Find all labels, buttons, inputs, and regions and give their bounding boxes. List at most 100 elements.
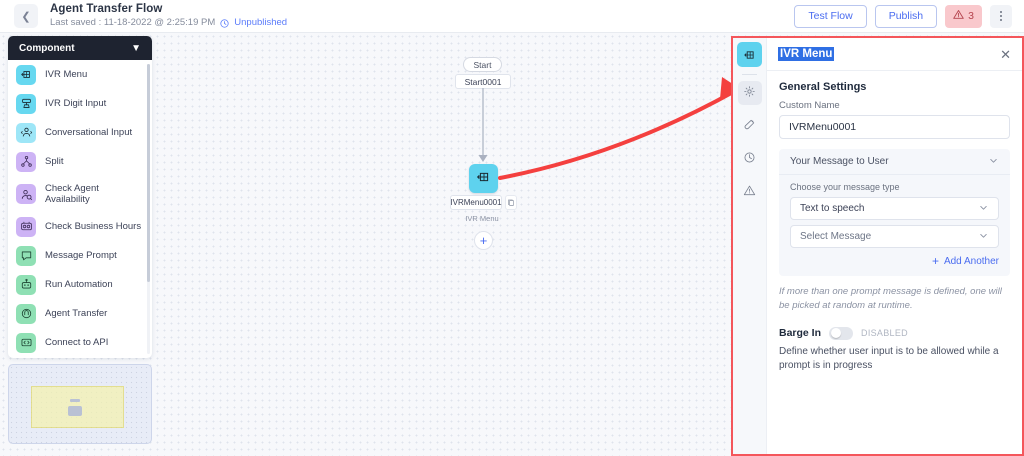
canvas-node-type: IVR Menu xyxy=(465,213,499,223)
minimap-node xyxy=(70,399,80,402)
message-type-label: Choose your message type xyxy=(790,182,900,192)
component-sidebar-header[interactable]: Component ▼ xyxy=(8,36,152,60)
clock-icon xyxy=(220,19,229,28)
start-node-pill[interactable]: Start xyxy=(463,57,502,72)
ivr-digit-input-icon xyxy=(16,93,36,114)
add-node-button[interactable]: + xyxy=(474,231,493,250)
barge-in-label: Barge In xyxy=(779,327,822,340)
barge-in-row: Barge In DISABLED xyxy=(779,326,1010,340)
message-settings-card: Your Message to User Choose your message… xyxy=(779,149,1010,276)
your-message-accordion[interactable]: Your Message to User xyxy=(779,149,1010,175)
chevron-down-icon xyxy=(988,155,999,169)
chevron-down-icon xyxy=(978,202,989,216)
canvas-node-name[interactable]: IVRMenu0001 xyxy=(450,195,502,210)
canvas-node-ivrmenu[interactable] xyxy=(469,164,498,193)
chevron-left-icon: ❮ xyxy=(21,10,31,23)
message-type-select[interactable]: Text to speech xyxy=(790,197,999,220)
check-business-hours-icon xyxy=(16,216,36,237)
sidebar-item-label: IVR Digit Input xyxy=(45,97,107,109)
flow-title-block: Agent Transfer Flow Last saved : 11-18-2… xyxy=(50,3,287,29)
more-options-button[interactable] xyxy=(990,4,1012,28)
barge-in-state: DISABLED xyxy=(861,328,908,339)
rail-test[interactable] xyxy=(738,114,762,138)
chevron-down-icon xyxy=(978,230,989,244)
accordion-label: Your Message to User xyxy=(790,156,889,167)
kebab-dot xyxy=(1000,11,1002,13)
test-icon xyxy=(743,118,756,134)
rail-warnings[interactable] xyxy=(738,180,762,204)
copy-icon[interactable] xyxy=(505,195,517,210)
message-fields: Choose your message type Text to speech … xyxy=(779,175,1010,267)
sidebar-item-ivr-menu[interactable]: IVR Menu xyxy=(8,60,152,89)
kebab-dot xyxy=(1000,15,1002,17)
close-icon[interactable]: ✕ xyxy=(1000,46,1011,62)
sidebar-item-connect-to-api[interactable]: Connect to API xyxy=(8,328,152,357)
component-list[interactable]: IVR Menu IVR Digit Input Conversational … xyxy=(8,60,152,358)
warning-badge[interactable]: 3 xyxy=(945,4,982,28)
sidebar-item-label: Conversational Input xyxy=(45,126,133,138)
warning-count: 3 xyxy=(968,10,974,22)
kebab-dot xyxy=(1000,19,1002,21)
canvas-node-name-row: IVRMenu0001 xyxy=(450,195,517,210)
flow-meta: Last saved : 11-18-2022 @ 2:25:19 PM Unp… xyxy=(50,17,288,29)
add-another-button[interactable]: + Add Another xyxy=(790,255,999,267)
check-agent-availability-icon xyxy=(16,184,36,204)
last-saved-text: Last saved : 11-18-2022 @ 2:25:19 PM xyxy=(50,17,216,29)
sidebar-item-label: Split xyxy=(45,155,64,167)
run-automation-icon xyxy=(16,274,36,295)
sidebar-item-agent-transfer[interactable]: Agent Transfer xyxy=(8,299,152,328)
barge-in-description: Define whether user input is to be allow… xyxy=(779,345,999,371)
sidebar-item-check-agent-availability[interactable]: Check Agent Availability xyxy=(8,176,152,212)
plus-icon: + xyxy=(479,233,488,248)
warning-triangle-icon xyxy=(743,184,756,200)
page-title: Agent Transfer Flow xyxy=(50,2,163,15)
prompt-hint-text: If more than one prompt message is defin… xyxy=(779,286,1002,311)
barge-in-toggle[interactable] xyxy=(829,326,854,340)
sidebar-item-check-business-hours[interactable]: Check Business Hours xyxy=(8,212,152,241)
test-flow-button[interactable]: Test Flow xyxy=(794,4,867,28)
split-icon xyxy=(16,151,36,172)
ivr-menu-icon xyxy=(16,64,36,85)
panel-content: General Settings Custom Name Your Messag… xyxy=(767,71,1022,373)
plus-icon: + xyxy=(931,254,939,268)
sidebar-item-label: Agent Transfer xyxy=(45,307,108,319)
top-actions: Test Flow Publish 3 xyxy=(794,4,1012,28)
warning-triangle-icon xyxy=(953,9,964,23)
rail-node-icon[interactable] xyxy=(737,42,762,67)
clock-icon xyxy=(743,151,756,167)
status-badge: Unpublished xyxy=(234,17,288,29)
sidebar-item-run-automation[interactable]: Run Automation xyxy=(8,270,152,299)
sidebar-item-split[interactable]: Split xyxy=(8,147,152,176)
publish-button[interactable]: Publish xyxy=(874,4,938,28)
canvas-minimap[interactable] xyxy=(8,364,152,444)
chevron-down-icon: ▼ xyxy=(131,42,141,54)
custom-name-input[interactable] xyxy=(779,115,1010,139)
component-sidebar-title: Component xyxy=(19,42,75,54)
panel-body: IVR Menu ✕ General Settings Custom Name … xyxy=(767,38,1022,454)
toggle-knob xyxy=(830,328,841,339)
node-settings-panel: IVR Menu ✕ General Settings Custom Name … xyxy=(731,36,1024,456)
general-settings-heading: General Settings xyxy=(779,81,867,93)
message-select[interactable]: Select Message xyxy=(790,225,999,248)
sidebar-item-label: Check Agent Availability xyxy=(45,182,99,205)
conversational-input-icon xyxy=(16,122,36,143)
sidebar-item-ivr-digit-input[interactable]: IVR Digit Input xyxy=(8,89,152,118)
flow-edge xyxy=(478,88,488,162)
panel-header: IVR Menu ✕ xyxy=(767,38,1022,71)
back-button[interactable]: ❮ xyxy=(14,4,38,28)
rail-settings[interactable] xyxy=(737,81,762,105)
sidebar-item-label: Run Automation xyxy=(45,278,113,290)
panel-icon-rail xyxy=(733,38,767,454)
sidebar-item-conversational-input[interactable]: Conversational Input xyxy=(8,118,152,147)
sidebar-item-message-prompt[interactable]: Message Prompt xyxy=(8,241,152,270)
message-type-value: Text to speech xyxy=(800,203,865,214)
rail-divider xyxy=(742,74,757,75)
rail-history[interactable] xyxy=(738,147,762,171)
custom-name-label: Custom Name xyxy=(779,100,840,111)
minimap-node xyxy=(68,406,82,416)
start-node-label[interactable]: Start0001 xyxy=(455,74,511,89)
component-sidebar: Component ▼ IVR Menu IVR Digit Input Con… xyxy=(8,36,152,358)
sidebar-item-label: Message Prompt xyxy=(45,249,117,261)
sidebar-scrollbar-thumb[interactable] xyxy=(147,64,150,282)
sidebar-item-label: Check Business Hours xyxy=(45,220,142,232)
